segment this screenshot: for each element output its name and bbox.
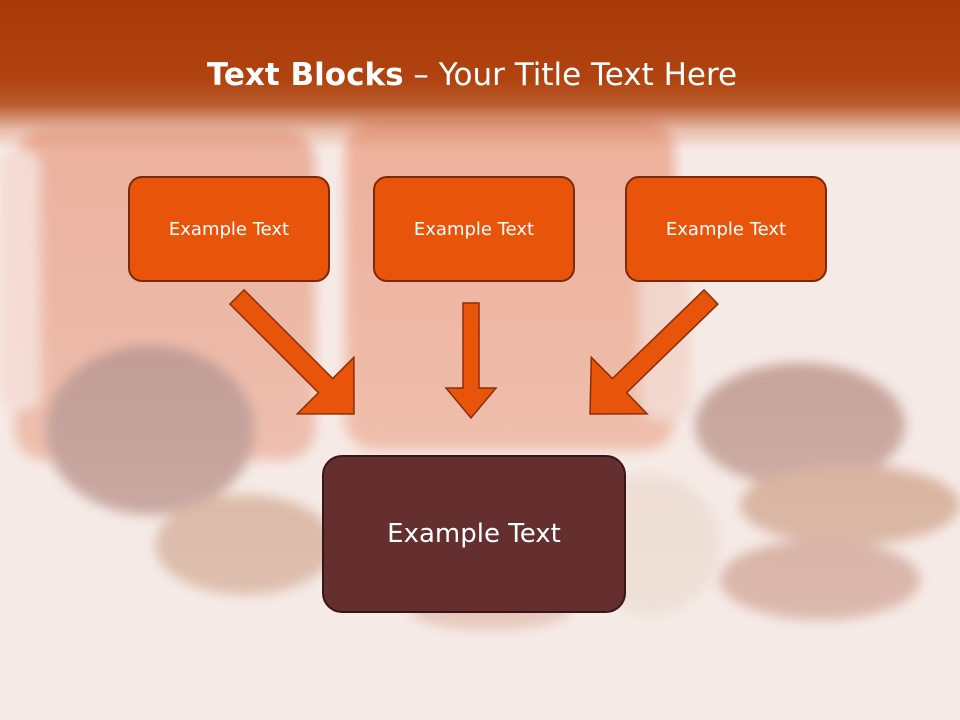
arrow-left — [228, 288, 355, 415]
text-block-right[interactable]: Example Text — [625, 176, 827, 282]
title-banner — [0, 0, 960, 150]
title-bold-part: Text Blocks — [206, 57, 404, 93]
text-block-middle[interactable]: Example Text — [373, 176, 575, 282]
slide-title: Text Blocks – Your Title Text Here — [0, 52, 944, 98]
text-block-left[interactable]: Example Text — [128, 176, 330, 282]
arrow-middle — [444, 302, 498, 420]
center-text-block[interactable]: Example Text — [322, 455, 626, 613]
arrow-right — [589, 288, 719, 415]
title-regular-part: – Your Title Text Here — [403, 57, 738, 93]
